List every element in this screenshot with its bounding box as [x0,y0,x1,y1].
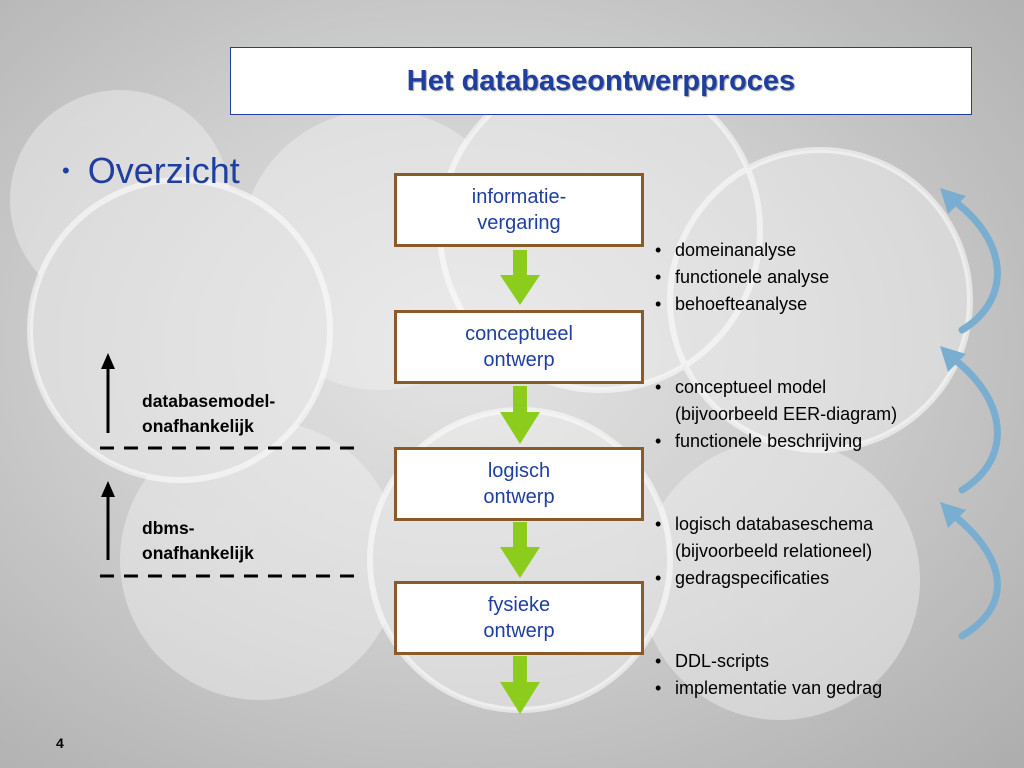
stage-label-line1: logisch [487,460,551,482]
main-bullet: • Overzicht [62,150,240,192]
stage-conceptueel-ontwerp: conceptueel ontwerp [394,310,644,384]
main-bullet-text: Overzicht [87,150,240,191]
slide-title: Het databaseontwerpproces [406,64,796,97]
side-label-databasemodel: databasemodel- onafhankelijk [142,391,276,436]
note-item: •functionele beschrijving [655,431,863,451]
note-item: •functionele analyse [655,267,830,287]
stage-label-line1: informatie- [471,186,567,208]
stage-label-line1: conceptueel [465,323,573,345]
notes-group-4: •DDL-scripts •implementatie van gedrag [655,648,882,702]
notes-group-1: •domeinanalyse •functionele analyse •beh… [655,237,829,318]
stage-label-line2: vergaring [477,212,561,234]
note-item: •domeinanalyse [655,240,797,260]
note-item: •conceptueel model [655,377,827,397]
note-item: •gedragspecificaties [655,568,830,588]
bullet-dot: • [62,158,70,183]
note-item: •logisch databaseschema [655,514,874,534]
title-box: Het databaseontwerpproces [230,47,972,115]
stage-label-line1: fysieke [487,594,551,616]
notes-group-2: •conceptueel model (bijvoorbeeld EER-dia… [655,374,897,455]
note-item: •behoefteanalyse [655,294,808,314]
note-subitem: (bijvoorbeeld EER-diagram) [675,404,898,424]
stage-fysieke-ontwerp: fysieke ontwerp [394,581,644,655]
note-subitem: (bijvoorbeeld relationeel) [675,541,873,561]
note-item: •implementatie van gedrag [655,678,883,698]
stage-label-line2: ontwerp [483,620,555,642]
stage-label-line2: ontwerp [483,486,555,508]
stage-logisch-ontwerp: logisch ontwerp [394,447,644,521]
side-label-dbms: dbms- onafhankelijk [142,518,254,563]
page-number: 4 [56,735,64,751]
stage-label-line2: ontwerp [483,349,555,371]
notes-group-3: •logisch databaseschema (bijvoorbeeld re… [655,511,873,592]
stage-informatievergaring: informatie- vergaring [394,173,644,247]
note-item: •DDL-scripts [655,651,770,671]
